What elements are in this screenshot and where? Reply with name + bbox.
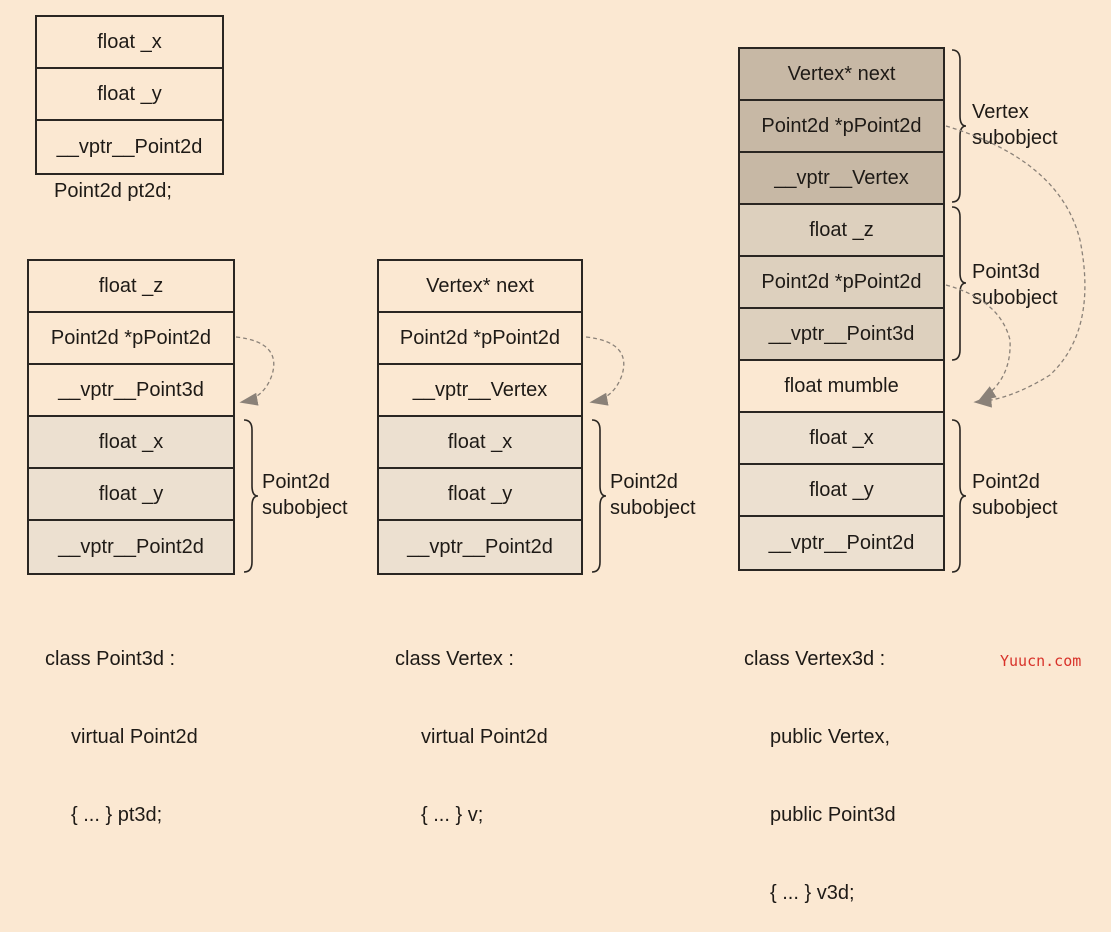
v3d-caption-line3: public Point3d (770, 804, 896, 826)
v3d-brace-label-vertex-line1: Vertex (972, 101, 1029, 123)
v-caption-line2: virtual Point2d (421, 726, 548, 748)
v3d-brace-label-point2d-line2: subobject (972, 497, 1058, 519)
v3d-brace-label-point2d: Point2d subobject (972, 469, 1058, 521)
v3d-cell-next: Vertex* next (740, 49, 943, 101)
v3d-cell-vptr-point3d: __vptr__Point3d (740, 309, 943, 361)
v3d-brace-point3d (951, 206, 967, 361)
v3d-brace-label-point3d-line1: Point3d (972, 261, 1040, 283)
v-brace-label: Point2d subobject (610, 469, 696, 521)
v-brace-label-line1: Point2d (610, 471, 678, 493)
v3d-cell-ppoint2d-point3d: Point2d *pPoint2d (740, 257, 943, 309)
v3d-pointer-arrow-point3d (945, 284, 1011, 402)
v-caption-line1: class Vertex : (395, 648, 514, 670)
pt3d-cell-z: float _z (29, 261, 233, 313)
pt3d-caption-line3: { ... } pt3d; (71, 804, 163, 826)
pt2d-caption: Point2d pt2d; (54, 180, 172, 202)
pt2d-cell-y: float _y (37, 69, 222, 121)
pt3d-layout: float _z Point2d *pPoint2d __vptr__Point… (27, 259, 235, 575)
pt3d-brace-label: Point2d subobject (262, 469, 348, 521)
v-layout: Vertex* next Point2d *pPoint2d __vptr__V… (377, 259, 583, 575)
pt2d-cell-vptr: __vptr__Point2d (37, 121, 222, 173)
pt3d-brace-label-line1: Point2d (262, 471, 330, 493)
v-cell-ppoint2d: Point2d *pPoint2d (379, 313, 581, 365)
v3d-pointer-arrow-vertex (945, 125, 1086, 408)
pt3d-caption-line1: class Point3d : (45, 648, 176, 670)
pt3d-cell-vptr-point2d: __vptr__Point2d (29, 521, 233, 573)
v-brace (591, 419, 607, 573)
v3d-cell-vptr-vertex: __vptr__Vertex (740, 153, 943, 205)
v-caption-line3: { ... } v; (421, 804, 484, 826)
pt3d-cell-x: float _x (29, 417, 233, 469)
v3d-brace-point2d (951, 419, 967, 573)
v3d-cell-x: float _x (740, 413, 943, 465)
v-cell-vptr-vertex: __vptr__Vertex (379, 365, 581, 417)
v3d-layout: Vertex* next Point2d *pPoint2d __vptr__V… (738, 47, 945, 571)
pt3d-cell-ppoint2d: Point2d *pPoint2d (29, 313, 233, 365)
pt3d-cell-y: float _y (29, 469, 233, 521)
v-cell-x: float _x (379, 417, 581, 469)
pt2d-layout: float _x float _y __vptr__Point2d (35, 15, 224, 175)
v-pointer-arrow (585, 336, 625, 406)
pt3d-brace (243, 419, 259, 573)
v3d-caption-line2: public Vertex, (770, 726, 891, 748)
v3d-cell-ppoint2d-vertex: Point2d *pPoint2d (740, 101, 943, 153)
v3d-cell-z: float _z (740, 205, 943, 257)
watermark: Yuucn.com (1000, 652, 1082, 670)
v-cell-next: Vertex* next (379, 261, 581, 313)
pt3d-cell-vptr-point3d: __vptr__Point3d (29, 365, 233, 417)
v-brace-label-line2: subobject (610, 497, 696, 519)
diagram-overlay (235, 49, 1086, 573)
pt3d-pointer-arrow (235, 336, 275, 406)
v3d-brace-label-point2d-line1: Point2d (972, 471, 1040, 493)
v-cell-y: float _y (379, 469, 581, 521)
v3d-cell-mumble: float mumble (740, 361, 943, 413)
v3d-caption-line4: { ... } v3d; (770, 882, 855, 904)
pt2d-cell-x: float _x (37, 17, 222, 69)
v-cell-vptr-point2d: __vptr__Point2d (379, 521, 581, 573)
pt3d-brace-label-line2: subobject (262, 497, 348, 519)
v3d-brace-vertex (951, 49, 967, 203)
v3d-brace-label-point3d-line2: subobject (972, 287, 1058, 309)
v3d-brace-label-point3d: Point3d subobject (972, 259, 1058, 311)
v3d-cell-y: float _y (740, 465, 943, 517)
v3d-caption-line1: class Vertex3d : (744, 648, 886, 670)
pt3d-caption-line2: virtual Point2d (71, 726, 198, 748)
v3d-cell-vptr-point2d: __vptr__Point2d (740, 517, 943, 569)
